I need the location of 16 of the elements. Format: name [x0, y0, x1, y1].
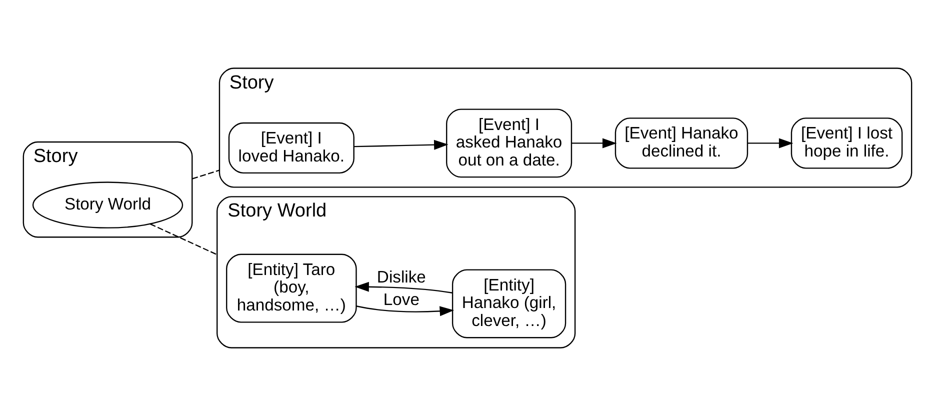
arrow — [571, 138, 616, 148]
edge-label: Love — [382, 290, 419, 309]
arrow — [747, 138, 793, 148]
node-box: [Event] I lost hope in life. — [790, 117, 902, 168]
node-box: [Entity] Hanako (girl, clever, …) — [451, 268, 566, 338]
node-box: [Entity] Taro (boy, handsome, …) — [226, 253, 356, 322]
node-box: [Event] Hanako declined it. — [614, 117, 748, 168]
node-ellipse: Story World — [32, 181, 183, 228]
edge-label: Dislike — [376, 267, 426, 286]
arrow — [354, 281, 452, 293]
arrow — [356, 305, 454, 316]
arrow — [354, 139, 448, 150]
connector — [149, 222, 217, 255]
node-box: [Event] I loved Hanako. — [228, 122, 354, 174]
connector — [191, 169, 220, 179]
node-box: [Event] I asked Hanako out on a date. — [446, 108, 572, 178]
